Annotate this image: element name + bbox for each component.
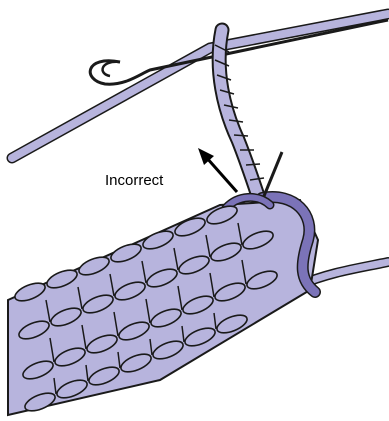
working-yarn <box>215 30 264 196</box>
crochet-fabric <box>8 197 318 415</box>
arrow-icon <box>198 148 237 192</box>
crochet-hook-icon <box>12 14 388 158</box>
incorrect-label: Incorrect <box>105 172 163 189</box>
hook-tip <box>264 152 282 196</box>
